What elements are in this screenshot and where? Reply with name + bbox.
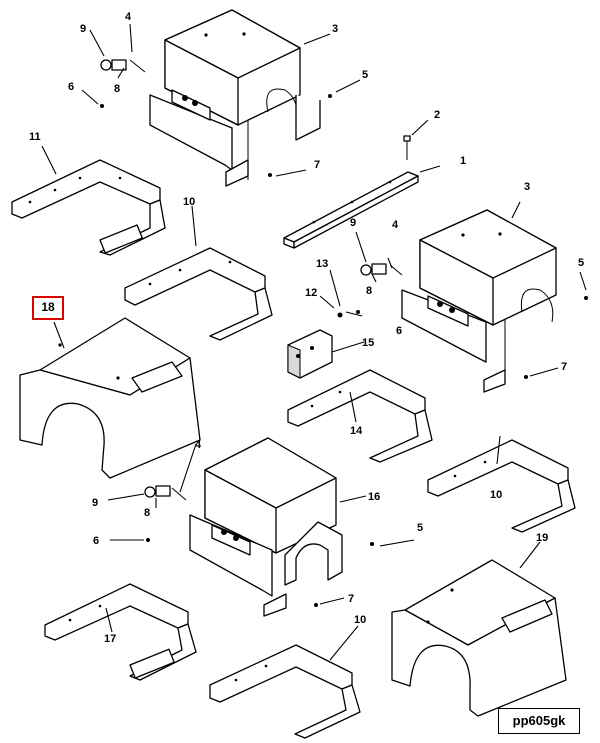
callout-19: 19: [536, 532, 548, 544]
callout-3-right: 3: [524, 181, 530, 193]
bolt-part-2: [403, 135, 411, 160]
callout-8-low: 8: [144, 507, 150, 519]
callout-12: 12: [305, 287, 317, 299]
callout-8-top: 8: [114, 83, 120, 95]
callout-14: 14: [350, 425, 363, 437]
frame-part-17: [44, 583, 197, 681]
callout-5-right: 5: [578, 257, 584, 269]
housing-right: [401, 209, 557, 393]
leader-lines: [41, 23, 587, 661]
callout-7-top: 7: [314, 159, 320, 171]
callout-9-low: 9: [92, 497, 98, 509]
frame-part-11: [11, 159, 166, 256]
callout-9-mid: 9: [350, 217, 356, 229]
callout-18-highlighted: 18: [41, 300, 55, 314]
housing-left: [19, 317, 201, 479]
callout-8-mid: 8: [366, 285, 372, 297]
frame-part-10-right: [427, 439, 576, 533]
callout-10-lower: 10: [354, 614, 366, 626]
frame-part-10-lower: [209, 644, 361, 739]
callout-11: 11: [29, 131, 41, 143]
figure-id-frame: [498, 708, 580, 734]
callout-10-upper: 10: [183, 196, 195, 208]
figure-id: pp605gk: [512, 713, 566, 728]
frame-part-14: [287, 369, 433, 463]
callout-3-top: 3: [332, 23, 338, 35]
callout-2: 2: [434, 109, 440, 121]
highlight-box: [32, 296, 64, 320]
fastener-group: [100, 59, 588, 607]
callout-17: 17: [104, 633, 116, 645]
housing-bottom: [189, 437, 343, 617]
housing-part-19: [391, 559, 567, 717]
callout-7-low: 7: [348, 593, 354, 605]
callout-1: 1: [460, 155, 466, 167]
callout-5-low: 5: [417, 522, 423, 534]
callout-10-right: 10: [490, 489, 502, 501]
bracket-part-15: [287, 329, 333, 379]
callout-9-top: 9: [80, 23, 86, 35]
callout-5-top: 5: [362, 69, 368, 81]
callout-15: 15: [362, 337, 374, 349]
frame-part-10-upper: [124, 247, 273, 341]
callout-6-mid: 6: [396, 325, 402, 337]
housing-top: [149, 9, 321, 187]
callout-4-mid: 4: [392, 219, 399, 231]
callout-7-right: 7: [561, 361, 567, 373]
callout-4-top: 4: [125, 11, 132, 23]
callout-labels: 1 2 3 3 4 4 4 5 5 5 6 6 6 7 7 7 8 8 8 9 …: [29, 11, 584, 645]
callout-4-low: 4: [195, 439, 202, 451]
callout-6-low: 6: [93, 535, 99, 547]
callout-16: 16: [368, 491, 380, 503]
callout-13: 13: [316, 258, 328, 270]
bar-part-1: [283, 171, 419, 249]
callout-6-top: 6: [68, 81, 74, 93]
